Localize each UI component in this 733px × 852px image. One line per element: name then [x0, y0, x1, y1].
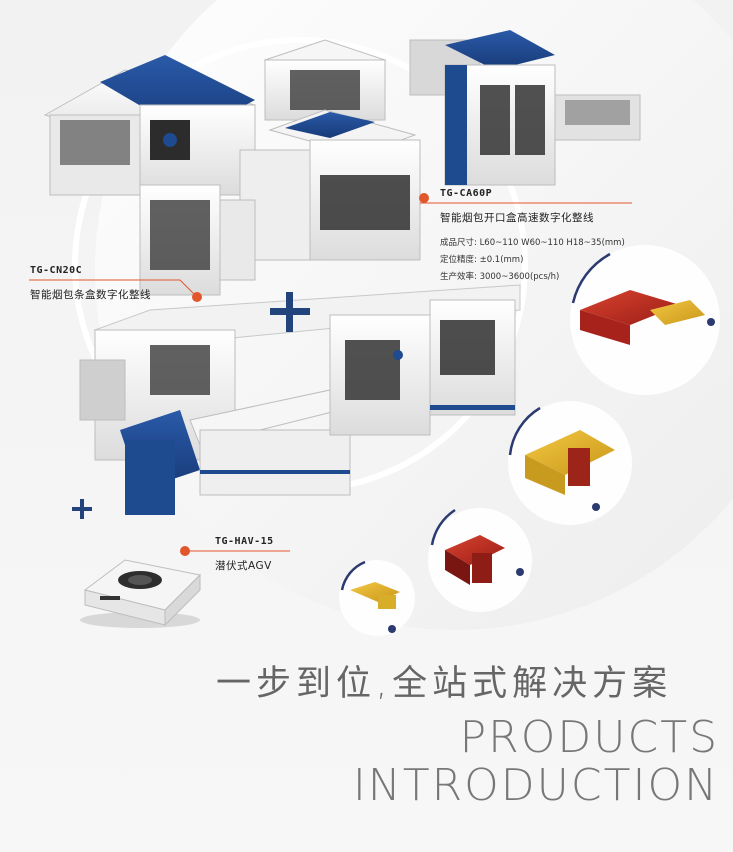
headline-products: PRODUCTS	[459, 712, 719, 763]
headline-introduction: INTRODUCTION	[352, 760, 719, 811]
product-circle-4	[339, 560, 415, 636]
headline-chinese: 一步到位,全站式解决方案	[216, 664, 673, 704]
ca60p-spec-size: 成品尺寸: L60~110 W60~110 H18~35(mm)	[440, 238, 625, 248]
machine-top-right	[409, 30, 641, 186]
callout-cn20c	[29, 279, 202, 302]
agv-robot	[80, 559, 202, 628]
product-circle-3	[428, 508, 532, 612]
product-circle-2	[508, 401, 632, 525]
hav15-model: TG-HAV-15	[215, 536, 274, 547]
ca60p-model: TG-CA60P	[440, 188, 493, 199]
cn20c-model: TG-CN20C	[30, 265, 83, 276]
hav15-name: 潜伏式AGV	[215, 560, 272, 572]
product-circle-1	[570, 245, 720, 395]
plus-sign-large	[270, 292, 310, 332]
machine-bottom-line	[79, 284, 521, 515]
cn20c-name: 智能烟包条盒数字化整线	[30, 289, 151, 301]
callout-ca60p	[419, 193, 632, 204]
machine-center	[139, 109, 421, 296]
ca60p-spec-accuracy: 定位精度: ±0.1(mm)	[440, 255, 524, 265]
ca60p-spec-efficiency: 生产效率: 3000~3600(pcs/h)	[440, 272, 560, 282]
machine-top-middle	[263, 39, 387, 121]
ca60p-name: 智能烟包开口盒高速数字化整线	[440, 212, 594, 224]
machine-top-left	[43, 55, 257, 196]
plus-sign-small	[72, 499, 92, 519]
callout-hav15	[180, 546, 290, 556]
